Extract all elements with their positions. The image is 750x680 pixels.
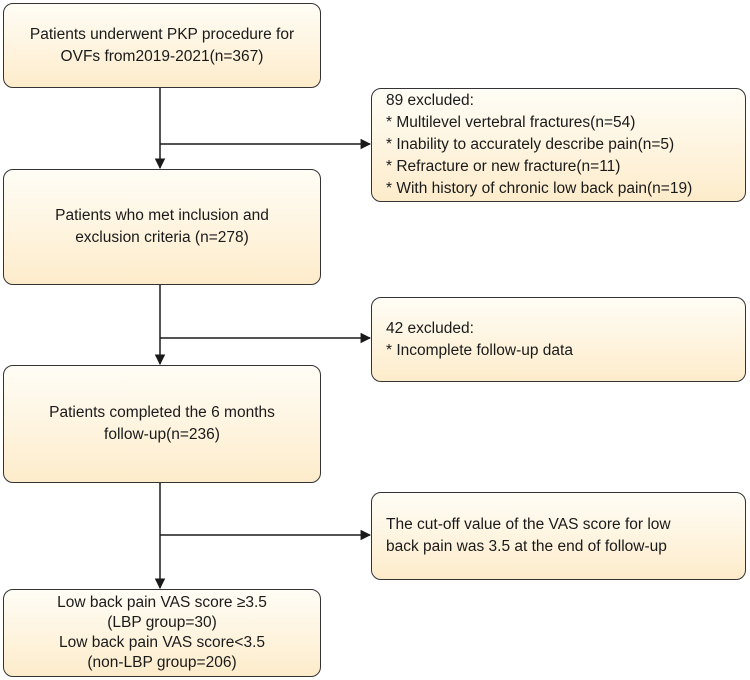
enrollment-line-1: Patients underwent PKP procedure for <box>29 25 295 43</box>
exclusion-1-item: * Inability to accurately describe pain(… <box>386 136 675 153</box>
followup-line-1: Patients completed the 6 months <box>49 404 275 421</box>
exclusion-box-1: 89 excluded: * Multilevel vertebral frac… <box>371 88 746 202</box>
exclusion-1-item: * With history of chronic low back pain(… <box>386 180 693 197</box>
cutoff-line-1: The cut-off value of the VAS score for l… <box>386 516 671 533</box>
exclusion-2-heading: 42 excluded: <box>386 319 474 337</box>
enrollment-box: Patients underwent PKP procedure for OVF… <box>3 3 321 88</box>
exclusion-1-heading: 89 excluded: <box>386 92 474 109</box>
enrollment-line-2: OVFs from2019-2021(n=367) <box>60 47 264 65</box>
cutoff-line-2: back pain was 3.5 at the end of follow-u… <box>386 538 667 555</box>
exclusion-1-item: * Multilevel vertebral fractures(n=54) <box>386 114 636 131</box>
exclusion-box-2: 42 excluded: * Incomplete follow-up data <box>371 297 746 382</box>
exclusion-2-item: * Incomplete follow-up data <box>386 341 573 359</box>
non-lbp-group-count: (non-LBP group=206) <box>87 654 237 671</box>
eligible-box: Patients who met inclusion and exclusion… <box>3 169 321 285</box>
lbp-criterion: Low back pain VAS score ≥3.5 <box>57 594 267 611</box>
outcome-groups-box: Low back pain VAS score ≥3.5 (LBP group=… <box>3 589 321 677</box>
eligible-line-2: exclusion criteria (n=278) <box>75 229 249 246</box>
exclusion-1-item: * Refracture or new fracture(n=11) <box>386 158 621 175</box>
non-lbp-criterion: Low back pain VAS score<3.5 <box>58 634 266 651</box>
eligible-line-1: Patients who met inclusion and <box>55 207 269 224</box>
followup-box: Patients completed the 6 months follow-u… <box>3 365 321 483</box>
lbp-group-count: (LBP group=30) <box>107 614 217 631</box>
cutoff-note-box: The cut-off value of the VAS score for l… <box>371 492 746 580</box>
followup-line-2: follow-up(n=236) <box>104 426 220 443</box>
